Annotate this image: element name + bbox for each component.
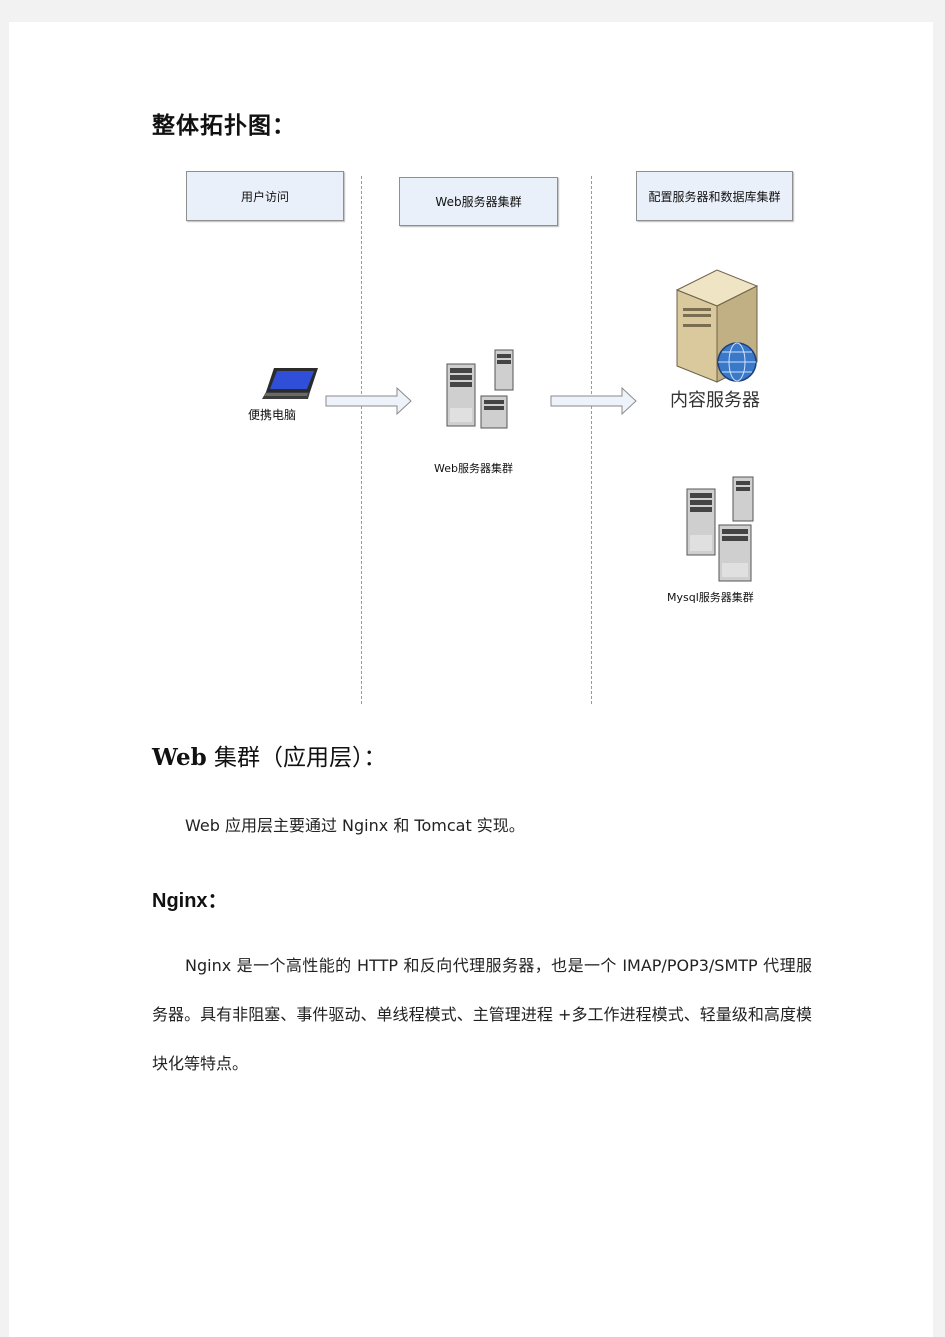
web-paragraph: Web 应用层主要通过 Nginx 和 Tomcat 实现。: [185, 816, 525, 835]
database-cluster-icon: [686, 476, 754, 582]
web-cluster-label: Web服务器集群: [434, 462, 513, 475]
topology-heading: 整体拓扑图：: [152, 112, 296, 139]
content-server-icon: [675, 269, 759, 383]
heading-latin: Web: [152, 744, 207, 771]
nginx-heading: Nginx：: [152, 890, 228, 912]
column-divider-2: [591, 176, 592, 704]
document-page: 整体拓扑图： 用户访问 Web服务器集群 配置服务器和数据库集群 便携电脑: [9, 22, 933, 1337]
heading-zh: 集群（应用层）：: [206, 745, 387, 771]
laptop-icon: [262, 368, 318, 399]
content-server-label: 内容服务器: [670, 390, 760, 411]
web-cluster-heading: Web 集群（应用层）：: [152, 738, 386, 772]
column-header-config-db: 配置服务器和数据库集群: [636, 171, 793, 221]
laptop-label: 便携电脑: [248, 408, 297, 422]
column-divider-1: [361, 176, 362, 704]
column-header-label: Web服务器集群: [435, 195, 522, 209]
column-header-web-cluster: Web服务器集群: [399, 177, 558, 226]
mysql-cluster-label: Mysql服务器集群: [667, 591, 754, 604]
column-header-user-access: 用户访问: [186, 171, 344, 221]
column-header-label: 配置服务器和数据库集群: [648, 189, 781, 204]
arrow-right-icon: [325, 386, 412, 416]
arrow-right-icon: [550, 386, 637, 416]
nginx-paragraph: Nginx 是一个高性能的 HTTP 和反向代理服务器，也是一个 IMAP/PO…: [152, 956, 812, 1073]
server-cluster-icon: [446, 349, 514, 429]
topology-diagram: 用户访问 Web服务器集群 配置服务器和数据库集群 便携电脑: [9, 22, 933, 722]
column-header-label: 用户访问: [240, 189, 289, 204]
